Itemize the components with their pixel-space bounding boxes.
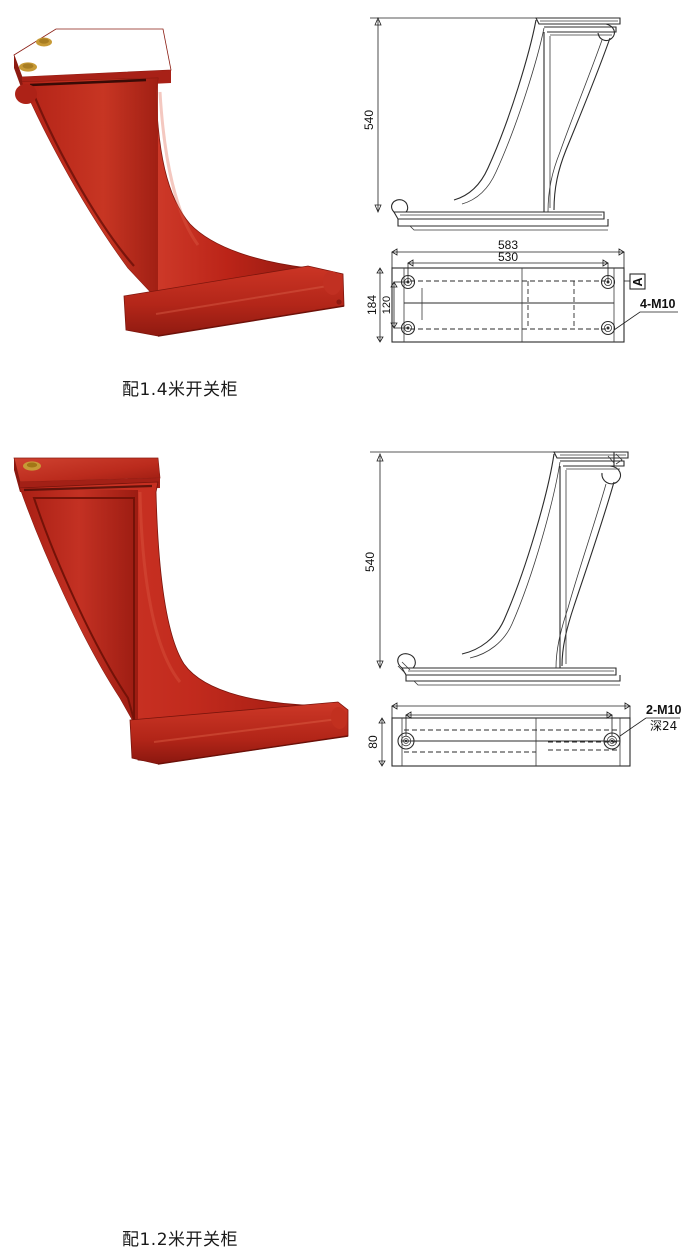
bracket-body <box>15 77 309 317</box>
dim-span-530: 530 <box>498 250 518 264</box>
dim-length-583: 583 <box>498 238 518 252</box>
elevation-view-1: 540 <box>362 16 621 231</box>
label-4-m10: 4-M10 <box>640 297 675 311</box>
dim-height-540: 540 <box>362 110 376 130</box>
m10-hole-icon <box>397 653 416 675</box>
threaded-insert-icon <box>23 461 41 471</box>
product-block-1-4m: 540 <box>0 0 700 420</box>
product-photo-1 <box>8 0 358 360</box>
elevation-view-2: 540 <box>363 451 629 686</box>
dim-height-540: 540 <box>363 552 377 572</box>
svg-text:A: A <box>631 277 645 286</box>
label-depth-24: 深24 <box>650 719 677 733</box>
product-photo-2 <box>8 430 358 790</box>
dim-width-80: 80 <box>366 735 380 749</box>
m10-hole-icon <box>400 274 616 336</box>
plan-view-1: 583 530 184 <box>365 238 678 343</box>
bracket-body <box>19 481 339 763</box>
m10-hole-icon <box>397 732 621 750</box>
threaded-insert-icon <box>19 37 52 72</box>
caption-product-2: 配1.2米开关柜 <box>121 1230 239 1250</box>
technical-drawing-1: 540 <box>358 0 700 360</box>
label-2-m10: 2-M10 <box>646 703 681 717</box>
base-foot <box>123 265 345 337</box>
plan-view-2: 80 <box>366 702 681 767</box>
product-block-1-2m: 540 <box>0 430 700 1250</box>
m10-hole-icon <box>601 452 623 485</box>
section-marker-a: A <box>624 273 646 290</box>
technical-drawing-2: 540 <box>358 430 700 790</box>
caption-product-1: 配1.4米开关柜 <box>121 380 239 400</box>
base-foot <box>129 701 349 765</box>
dim-holespan-120: 120 <box>381 296 393 314</box>
dim-width-184: 184 <box>365 295 379 315</box>
